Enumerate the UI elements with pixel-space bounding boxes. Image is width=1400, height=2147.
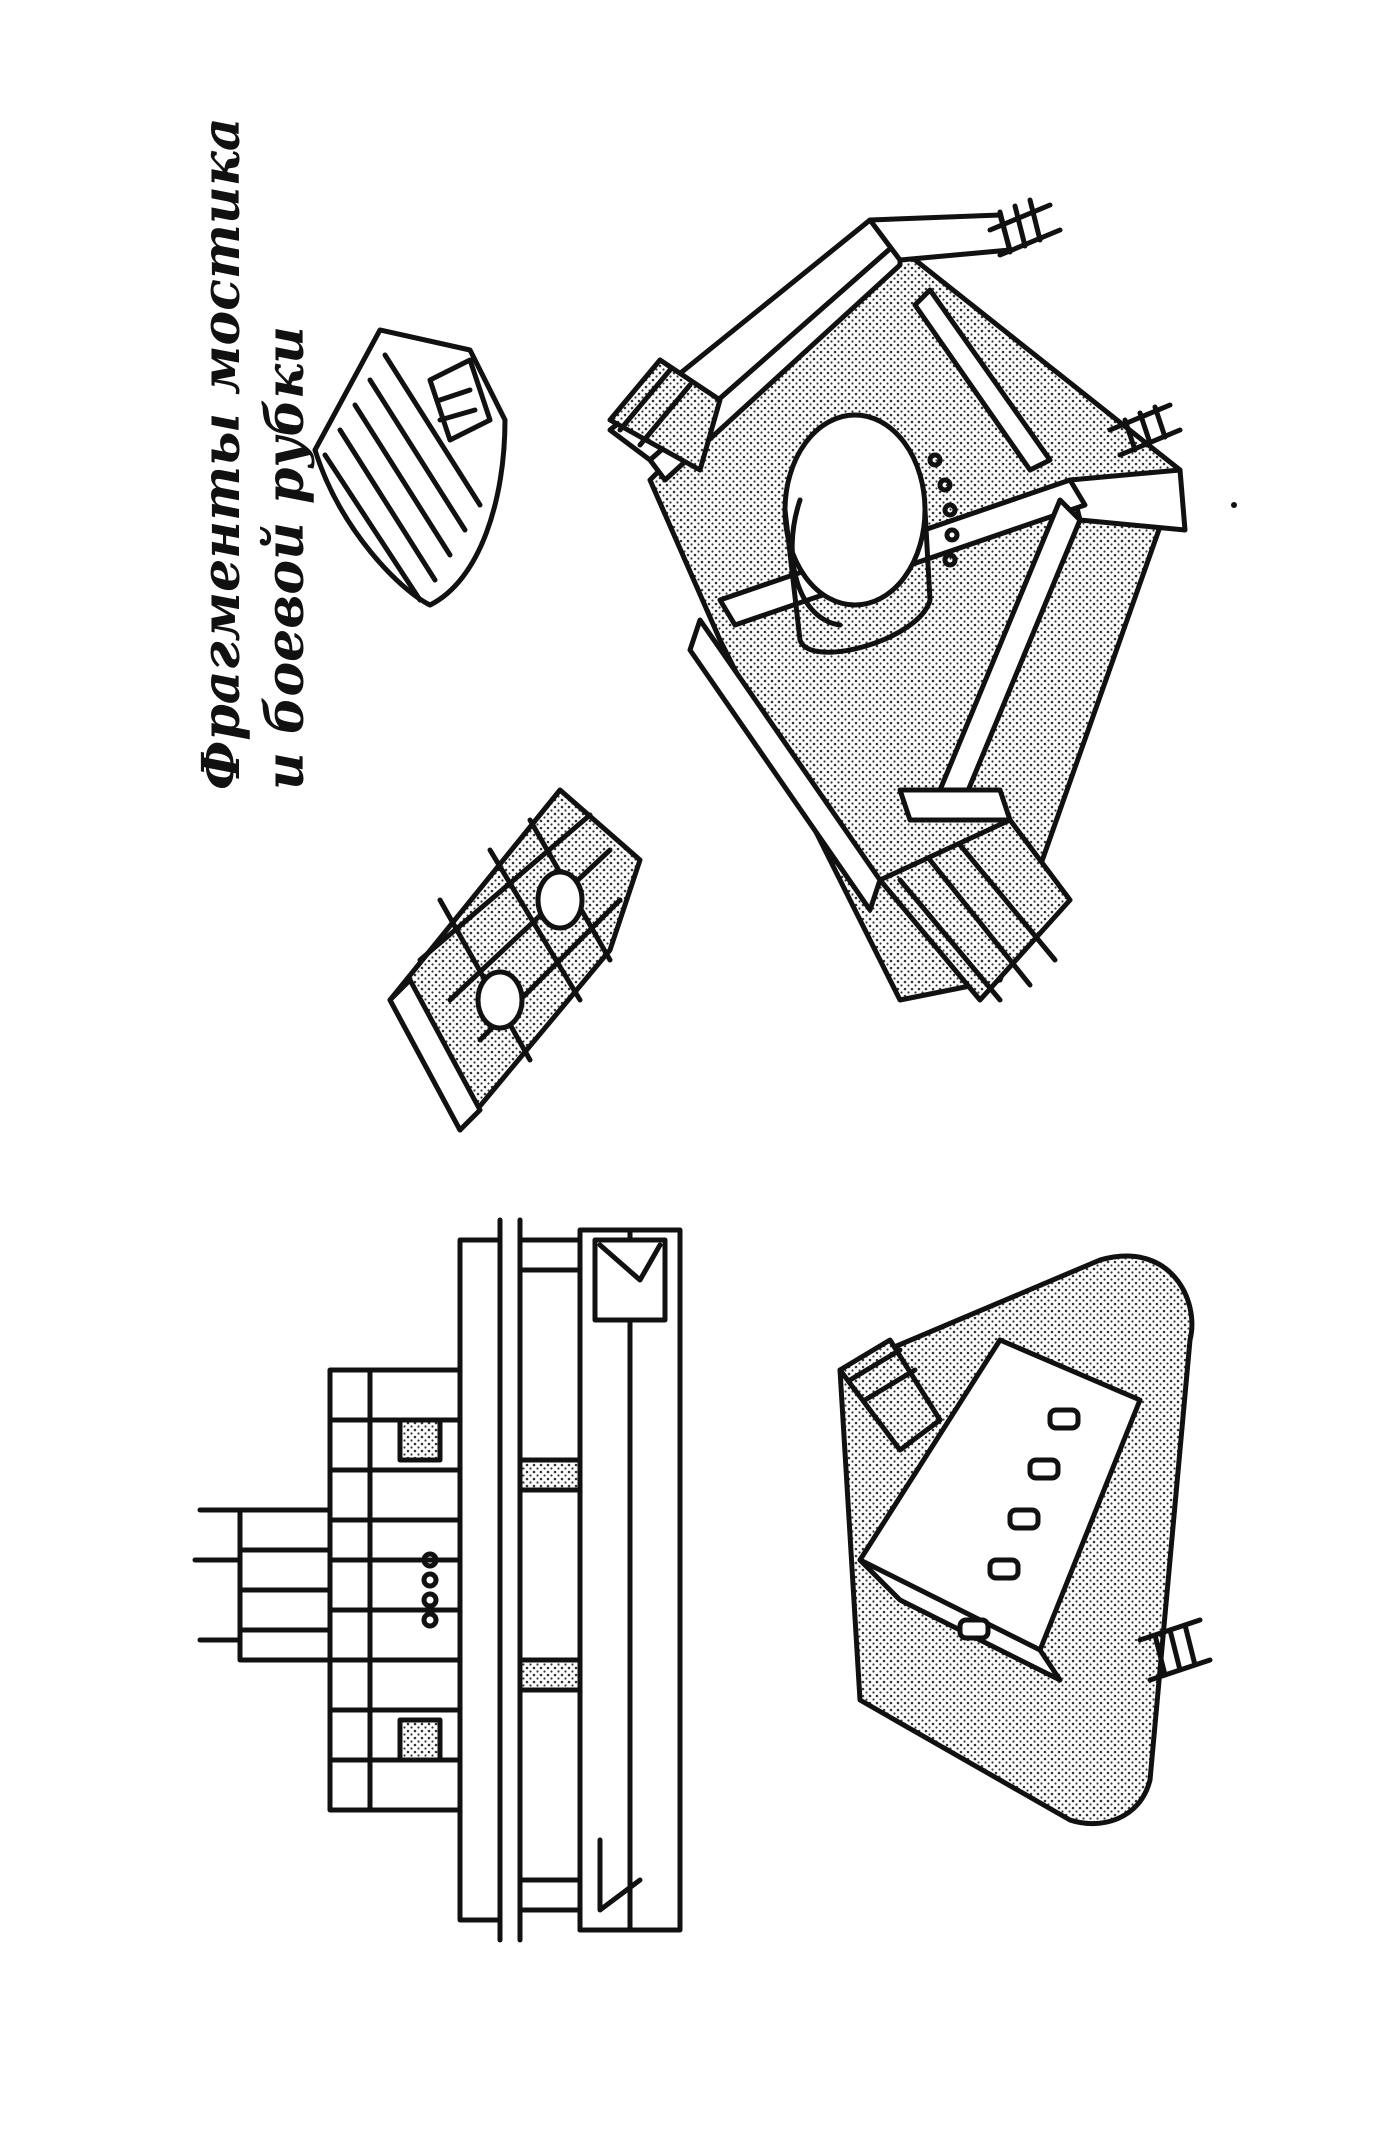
speck [1231,502,1237,508]
caption-line-1: Фрагменты мостика [191,117,252,790]
perforated-slab-fragment [387,787,643,1133]
bridge-frame-fragment [607,197,1188,1003]
ladder-right [1107,402,1183,458]
caption-line-2: и боевой рубки [255,326,316,790]
curved-slat-fragment [312,327,508,608]
side-elevation-view [192,1217,683,1943]
conning-tower-fragment [837,1253,1213,1827]
ladder-top [987,197,1063,258]
